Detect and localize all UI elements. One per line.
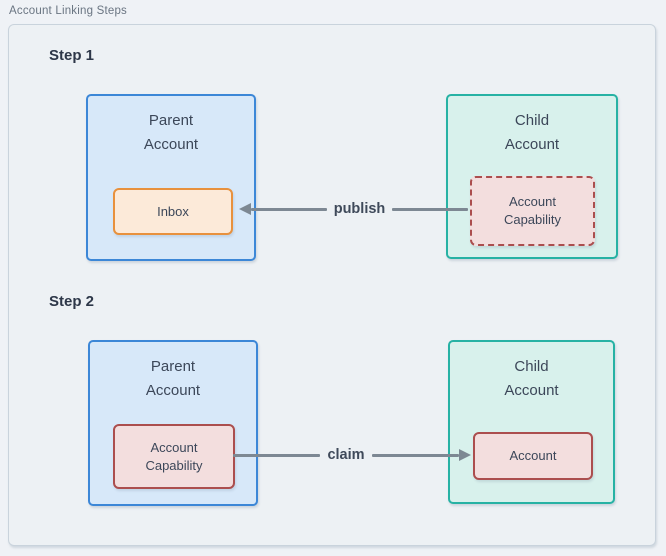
step1-inbox-box: Inbox: [113, 188, 233, 235]
step2-parent-account-box: Parent Account Account Capability: [88, 340, 258, 506]
diagram-title: Account Linking Steps: [9, 5, 127, 17]
step-1-label: Step 1: [49, 47, 95, 64]
arrow-line: [251, 207, 327, 211]
step2-account-box: Account: [473, 432, 593, 480]
publish-arrow-label: publish: [333, 201, 386, 217]
claim-arrow: claim: [233, 445, 471, 465]
step2-parent-account-title: Parent Account: [145, 358, 201, 399]
step1-child-account-box: Child Account Account Capability: [446, 94, 618, 259]
step1-child-account-title: Child Account: [504, 112, 560, 153]
step1-parent-account-title: Parent Account: [143, 112, 199, 153]
claim-arrow-label: claim: [327, 447, 365, 463]
arrow-line: [392, 207, 468, 211]
step-2-label: Step 2: [49, 293, 95, 310]
step1-account-capability-label: Account Capability: [503, 194, 562, 227]
step2-account-capability-box: Account Capability: [113, 424, 235, 489]
arrow-line: [233, 453, 321, 457]
step2-account-label: Account: [509, 448, 557, 463]
arrow-head-right-icon: [459, 449, 471, 461]
diagram-canvas: Step 1 Parent Account Inbox publish Chil…: [8, 24, 656, 546]
arrow-line: [371, 453, 459, 457]
step1-inbox-label: Inbox: [157, 203, 189, 219]
step2-child-account-box: Child Account Account: [448, 340, 615, 504]
arrow-head-left-icon: [239, 203, 251, 215]
step1-account-capability-box: Account Capability: [470, 176, 595, 246]
step2-account-capability-label: Account Capability: [145, 439, 203, 473]
step2-child-account-title: Child Account: [504, 358, 559, 399]
step1-parent-account-box: Parent Account Inbox: [86, 94, 256, 261]
publish-arrow: publish: [239, 199, 468, 219]
